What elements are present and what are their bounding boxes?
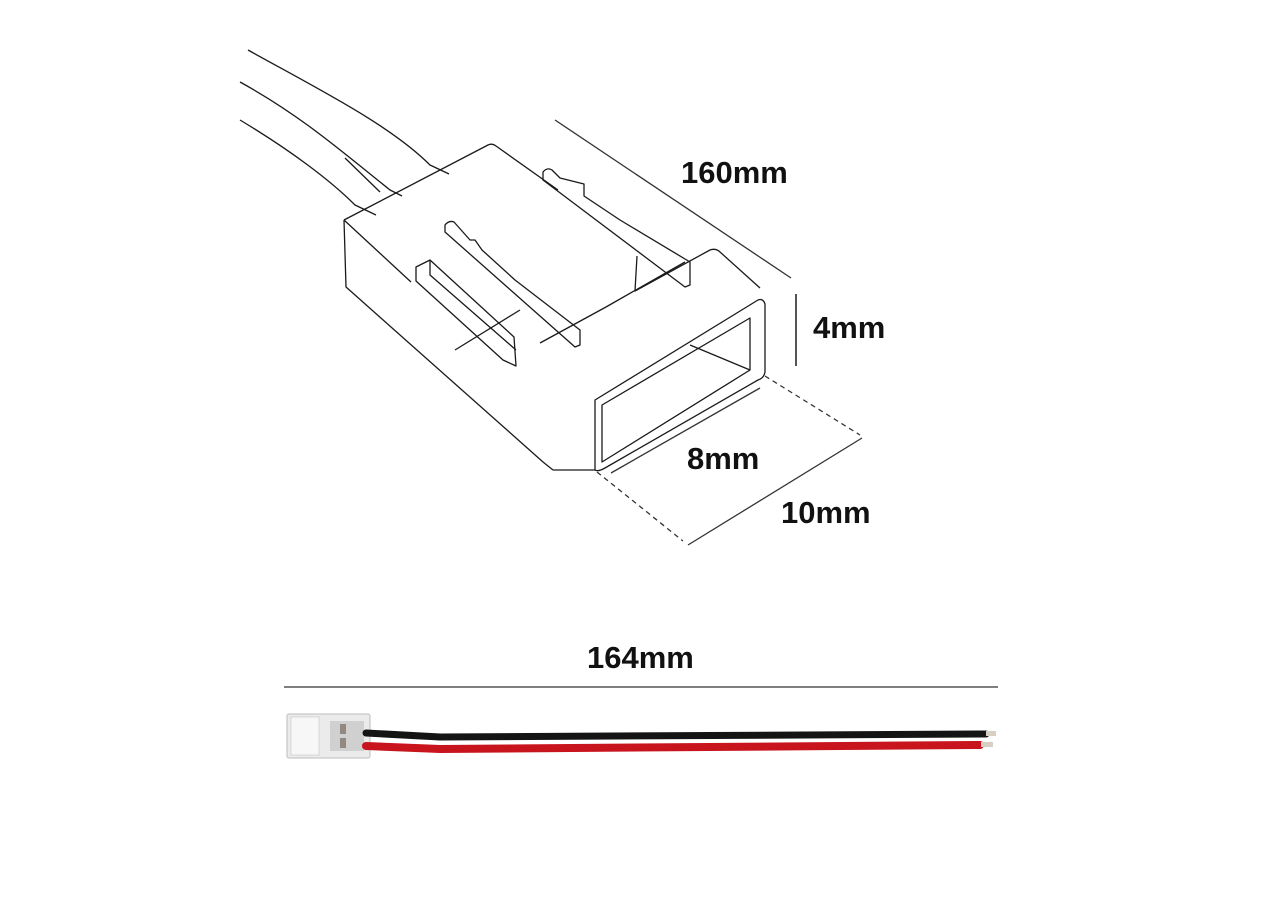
slot-channel-inner — [429, 260, 517, 351]
outer-width-dimension-line — [687, 437, 863, 546]
housing-front-depth — [689, 344, 751, 371]
housing-front-outer — [594, 298, 766, 472]
inner-width-dimension-line — [610, 387, 761, 474]
contact-blade — [444, 220, 581, 348]
red-wire — [362, 741, 984, 754]
dimension-lines — [284, 119, 998, 688]
housing-rear-rail — [634, 248, 761, 292]
housing-front-inner — [601, 317, 751, 463]
housing-ridge — [605, 261, 686, 308]
cable-outline — [344, 157, 381, 193]
housing-top — [343, 143, 559, 221]
housing-ridge — [454, 309, 521, 351]
contact-blade — [542, 168, 691, 288]
length-label: 160mm — [681, 155, 788, 190]
cable-outline — [239, 81, 403, 197]
housing-left-edge — [343, 219, 554, 471]
cable-photo — [286, 713, 996, 759]
length-dimension-line — [554, 119, 792, 279]
outer-width-label: 10mm — [781, 495, 871, 530]
height-label: 4mm — [813, 310, 886, 345]
stripped-wire-tip — [981, 742, 993, 747]
inner-width-label: 8mm — [687, 441, 760, 476]
stripped-wire-tip — [986, 731, 996, 736]
cable-outline — [247, 49, 450, 175]
cable-outline — [239, 119, 377, 216]
connector-line-drawing — [239, 49, 766, 472]
outer-width-extension-line — [596, 471, 684, 542]
black-wire — [362, 729, 990, 741]
outer-width-extension-line — [764, 375, 861, 436]
housing-top-left — [343, 219, 412, 283]
cable-length-label: 164mm — [587, 640, 694, 675]
